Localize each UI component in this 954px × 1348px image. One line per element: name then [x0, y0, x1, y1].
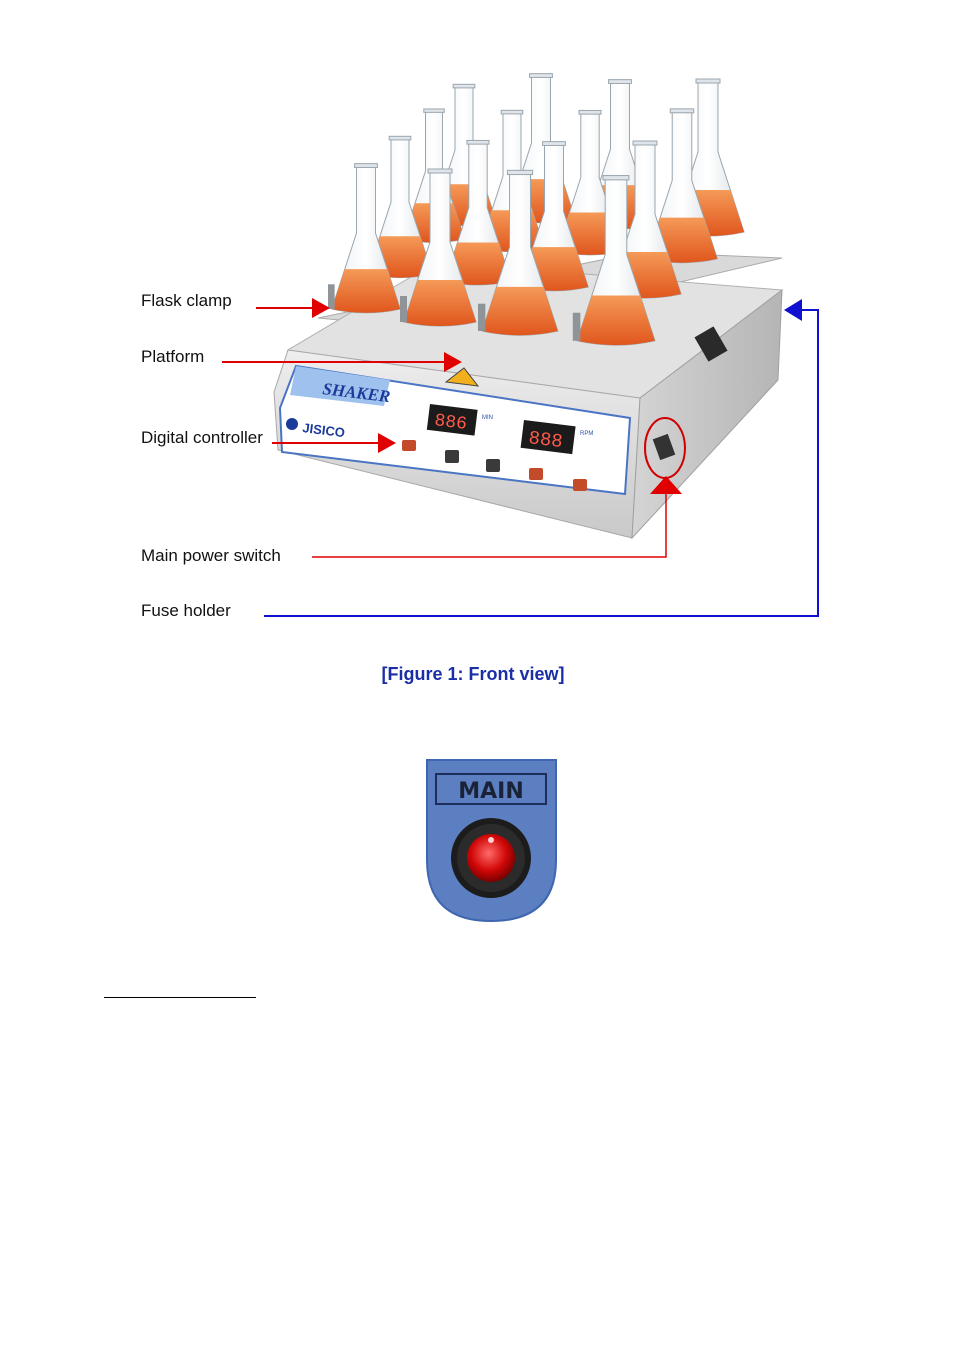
figure-caption: [Figure 1: Front view] — [0, 664, 946, 685]
footnote-rule — [104, 997, 256, 998]
flask-clamp-arrowhead — [312, 298, 330, 318]
callout-platform: Platform — [141, 347, 204, 367]
controller-button[interactable] — [573, 479, 587, 491]
callout-flask-clamp: Flask clamp — [141, 291, 232, 311]
callout-main-power-switch: Main power switch — [141, 546, 281, 566]
jisico-logo — [286, 418, 298, 430]
fuse-holder-arrowhead — [784, 299, 802, 321]
up-button[interactable] — [445, 450, 459, 463]
callout-digital-controller: Digital controller — [141, 428, 263, 448]
display-left-value: 886 — [433, 411, 468, 435]
display-right-value: 888 — [527, 427, 564, 453]
controller-button[interactable] — [402, 440, 416, 451]
callout-fuse-holder: Fuse holder — [141, 601, 231, 621]
display-right-unit: RPM — [580, 431, 593, 437]
main-label: MAIN — [458, 779, 524, 804]
main-switch-panel: MAIN — [427, 760, 556, 921]
controller-button[interactable] — [529, 468, 543, 480]
display-left-unit: MIN — [482, 415, 493, 421]
main-lamp-highlight — [488, 837, 494, 843]
down-button[interactable] — [486, 459, 500, 472]
